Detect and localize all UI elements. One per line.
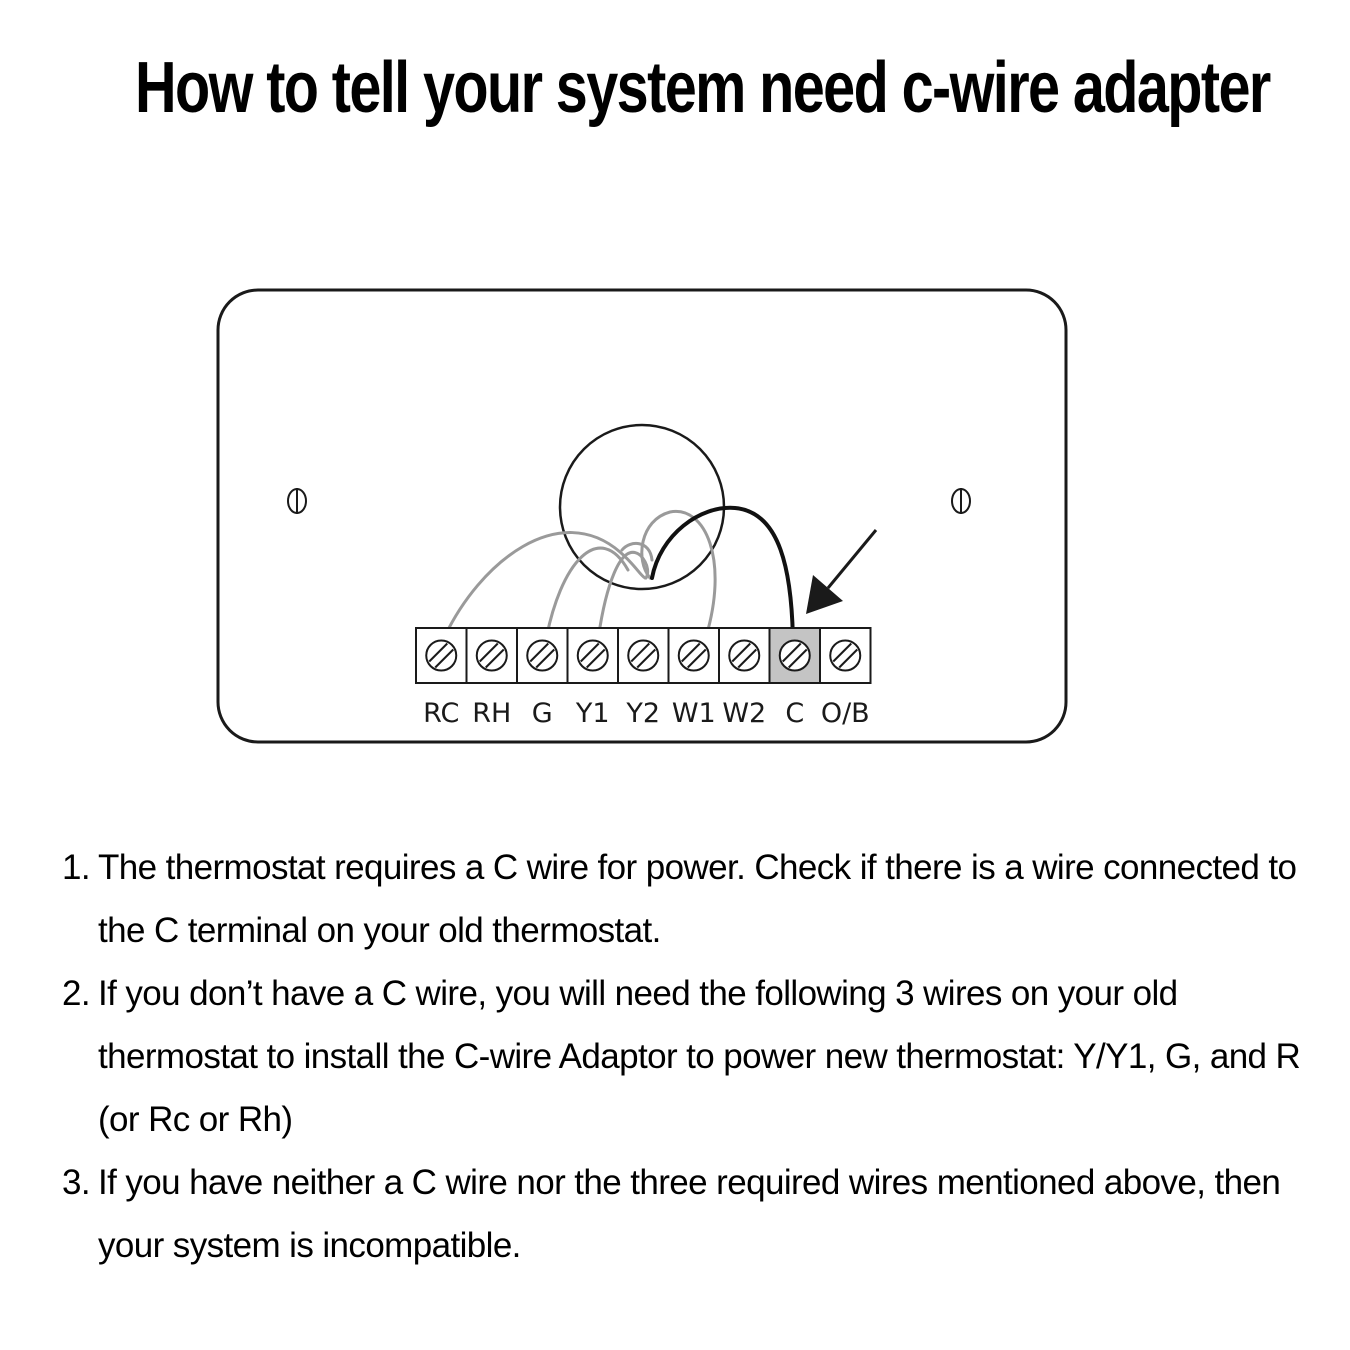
terminal-label: RH xyxy=(472,698,511,729)
terminal-rc: RC xyxy=(415,627,468,729)
wire-w1 xyxy=(640,509,717,642)
terminal-label: Y2 xyxy=(625,698,660,729)
terminal-w1: W1 xyxy=(667,627,720,729)
wire-g xyxy=(543,546,630,647)
terminal-label: O/B xyxy=(821,698,870,729)
instruction-number: 3. xyxy=(62,1163,91,1202)
instruction-text: If you have neither a C wire nor the thr… xyxy=(98,1163,1281,1265)
screw-icon xyxy=(526,639,559,672)
terminal-label: C xyxy=(785,698,804,729)
wire-bundle xyxy=(620,541,654,562)
instruction-item: 3. If you have neither a C wire nor the … xyxy=(62,1151,1332,1277)
terminal-rh: RH xyxy=(465,627,518,729)
screw-icon xyxy=(728,639,761,672)
terminal-label: Y1 xyxy=(575,698,610,729)
terminal-y1: Y1 xyxy=(566,627,619,729)
screw-icon xyxy=(778,639,811,672)
terminal-w2: W2 xyxy=(718,627,771,729)
instruction-text: The thermostat requires a C wire for pow… xyxy=(98,848,1297,950)
instruction-text: If you don’t have a C wire, you will nee… xyxy=(98,974,1301,1139)
terminal-label: RC xyxy=(423,698,459,729)
gray-wires xyxy=(441,509,717,647)
mounting-screw-left-icon xyxy=(287,488,307,514)
screw-icon xyxy=(576,639,609,672)
terminal-label: W1 xyxy=(672,698,716,729)
instruction-number: 1. xyxy=(62,848,91,887)
instruction-item: 2. If you don’t have a C wire, you will … xyxy=(62,962,1332,1151)
screw-icon xyxy=(829,639,862,672)
terminal-ob: O/B xyxy=(819,627,872,729)
c-wire xyxy=(650,505,795,645)
terminal-label: G xyxy=(532,698,553,729)
page-title: How to tell your system need c-wire adap… xyxy=(135,48,1271,128)
screw-icon xyxy=(475,639,508,672)
instruction-item: 1. The thermostat requires a C wire for … xyxy=(62,836,1332,962)
wire-rc xyxy=(441,531,647,642)
terminal-c: C xyxy=(768,627,821,729)
terminal-y2: Y2 xyxy=(617,627,670,729)
screw-icon xyxy=(627,639,660,672)
arrow-icon xyxy=(806,529,878,614)
instruction-number: 2. xyxy=(62,974,91,1013)
terminal-g: G xyxy=(516,627,569,729)
mounting-screw-right-icon xyxy=(951,488,971,514)
terminal-label: W2 xyxy=(722,698,766,729)
screw-icon xyxy=(425,639,458,672)
instructions-list: 1. The thermostat requires a C wire for … xyxy=(62,836,1332,1277)
screw-icon xyxy=(677,639,710,672)
